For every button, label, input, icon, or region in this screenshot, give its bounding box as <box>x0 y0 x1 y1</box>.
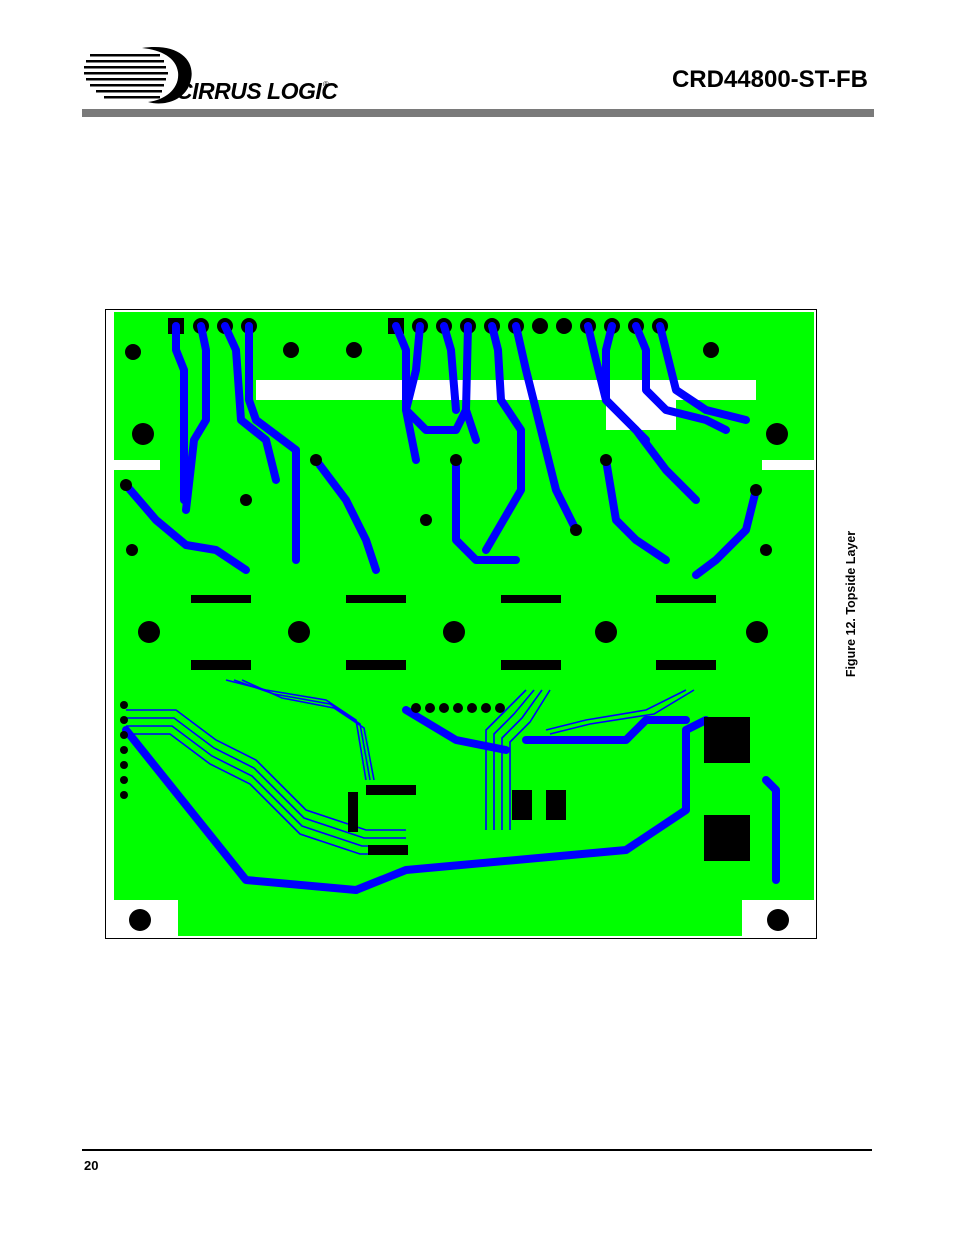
document-id: CRD44800-ST-FB <box>672 66 868 94</box>
header-rule <box>82 109 874 117</box>
footer-rule <box>82 1149 872 1151</box>
logo-wordmark: CIRRUS LOGIC <box>176 78 337 105</box>
registered-mark: ® <box>323 80 329 89</box>
page-number: 20 <box>84 1158 98 1173</box>
figure-caption: Figure 12. Topside Layer <box>844 520 858 688</box>
pcb-topside-layer <box>106 310 816 938</box>
pcb-figure-frame <box>105 309 817 939</box>
